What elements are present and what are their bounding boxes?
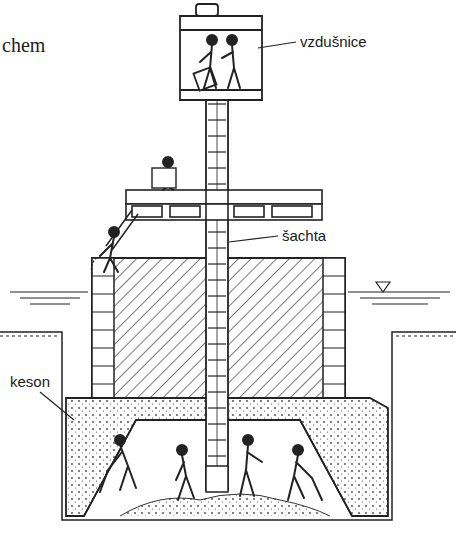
part-label: šachta — [280, 228, 328, 245]
workers — [92, 35, 323, 500]
shaft — [206, 100, 228, 492]
airlock — [180, 4, 262, 100]
part-label: vzdušnice — [298, 34, 369, 51]
leader-lines — [40, 42, 296, 420]
heading-fragment: chem — [0, 34, 47, 56]
platform — [126, 190, 322, 220]
part-label: keson — [8, 374, 52, 391]
